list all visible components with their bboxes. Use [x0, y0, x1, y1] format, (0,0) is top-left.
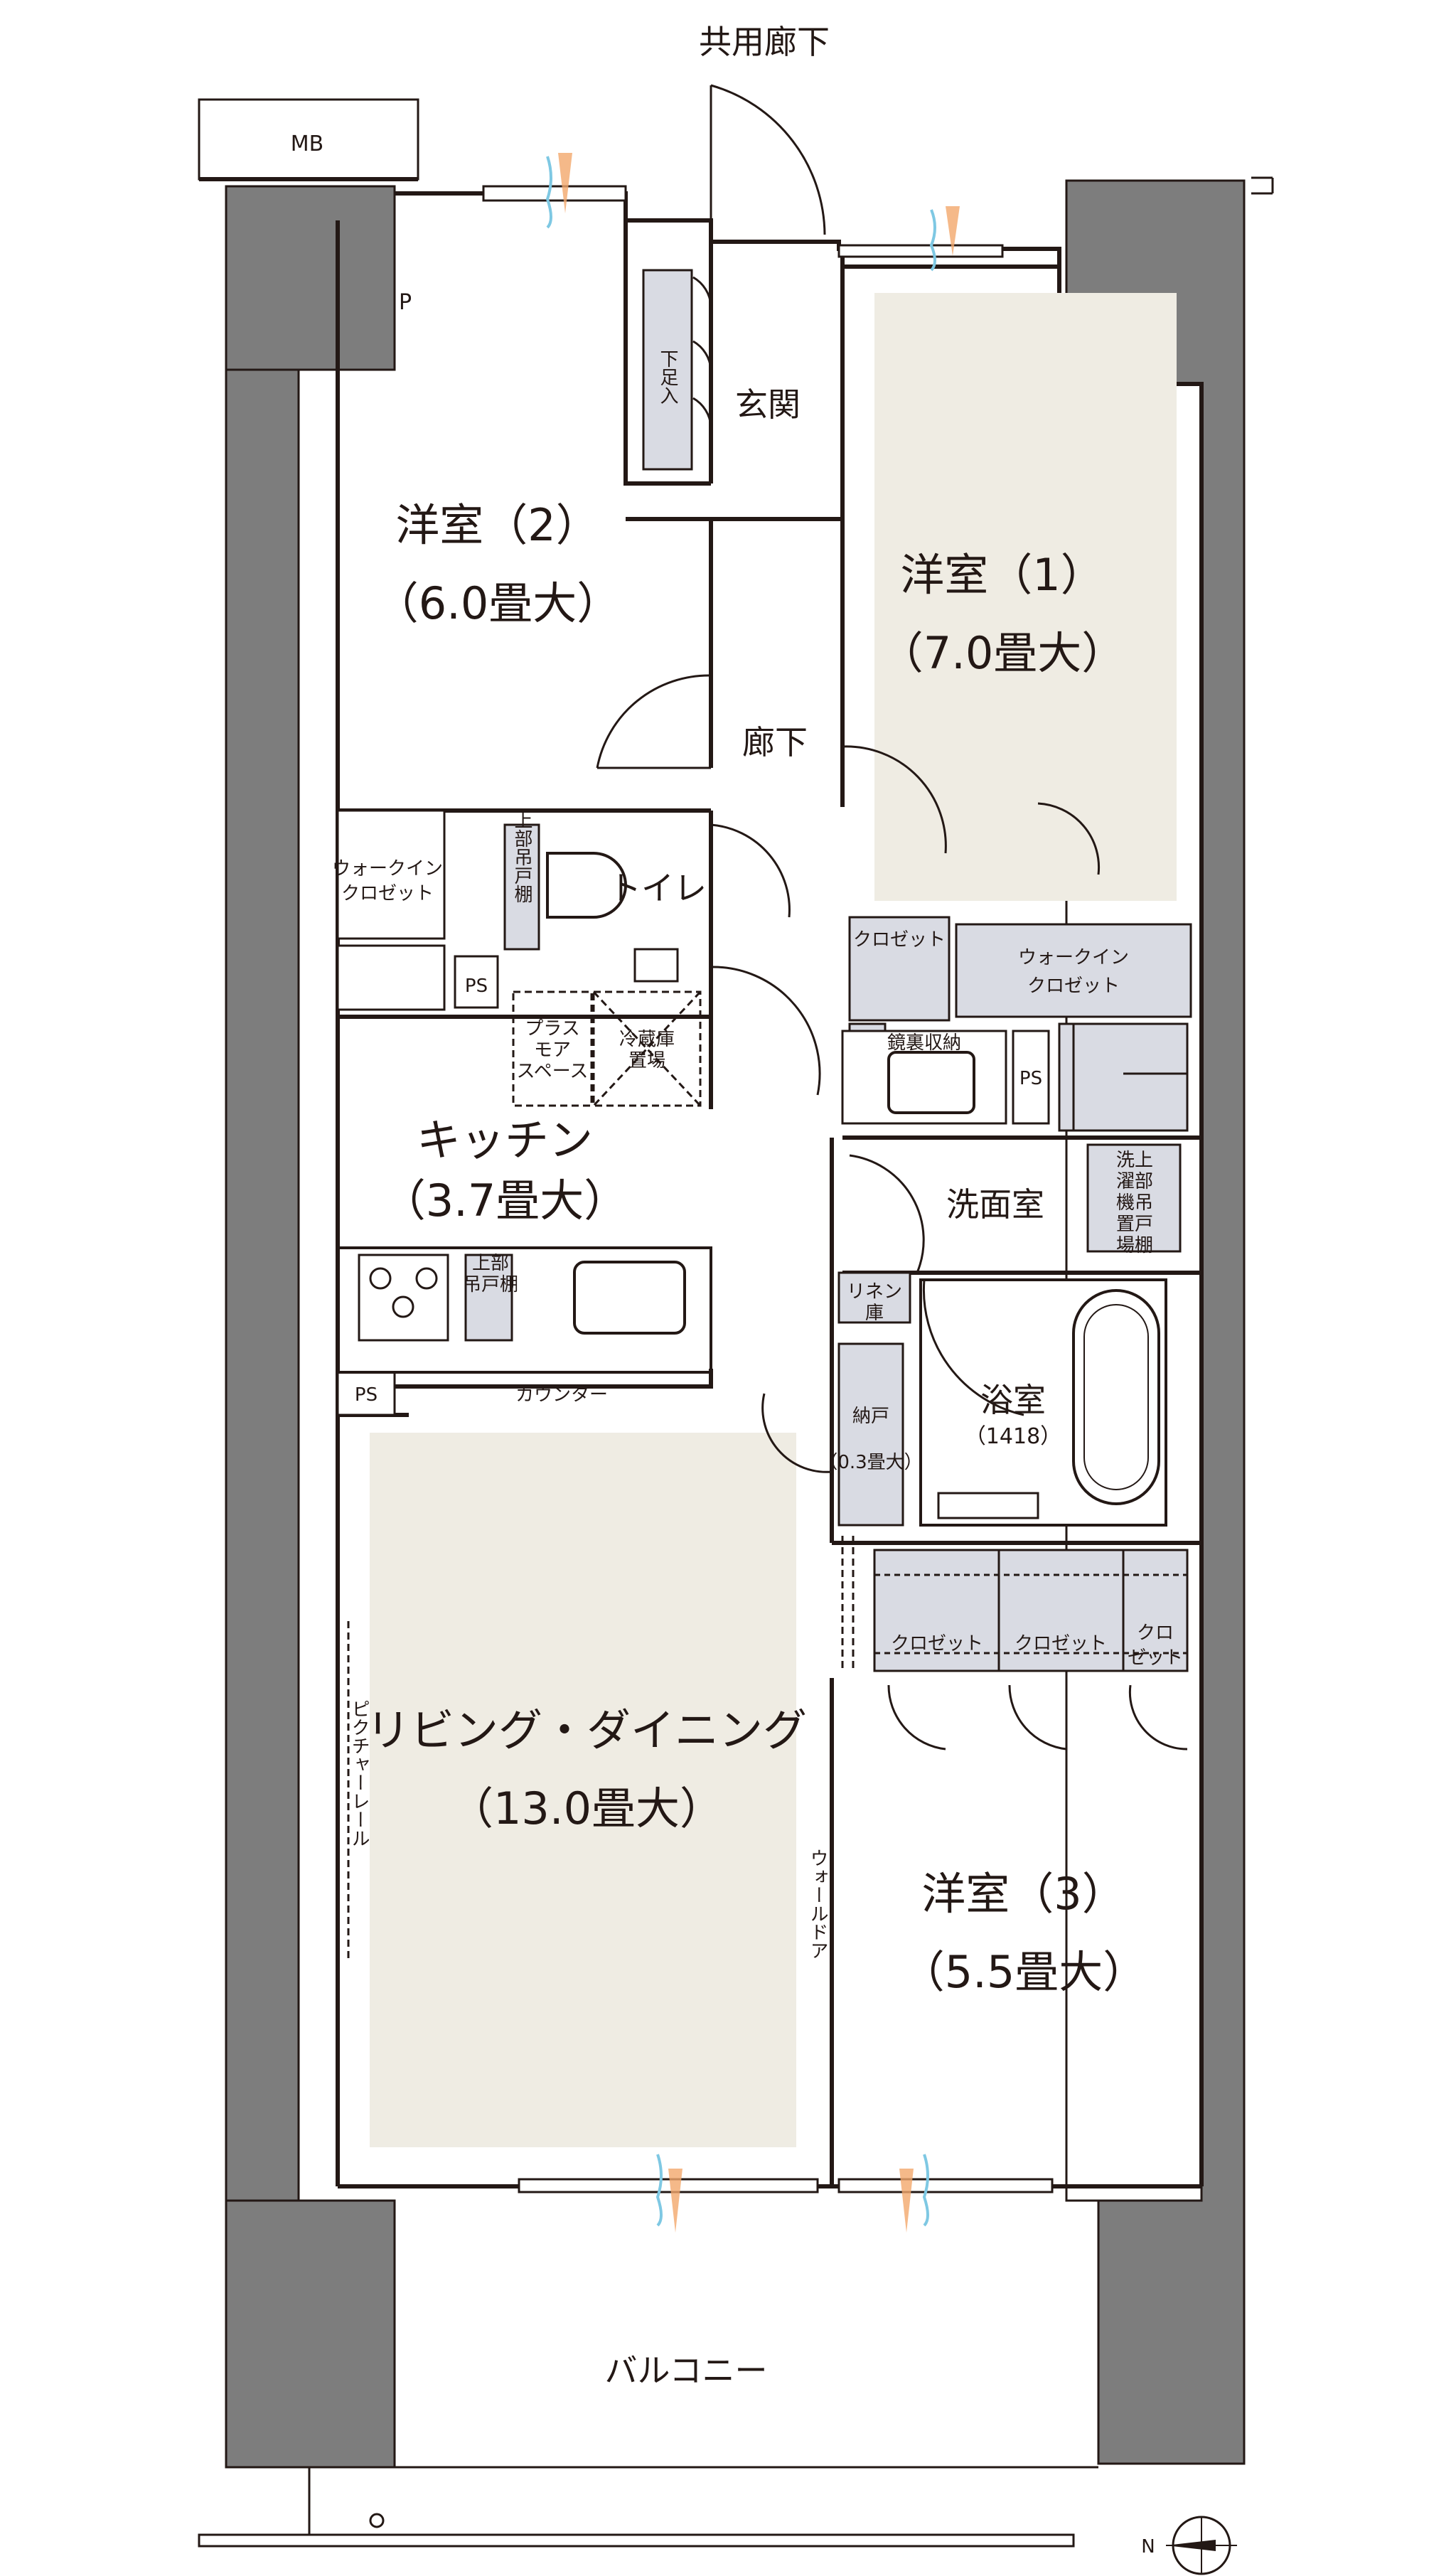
wic-left-label-2: クロゼット — [341, 883, 434, 904]
stove-burners — [369, 1267, 438, 1318]
laundry-label-5: 場棚 — [1116, 1235, 1153, 1256]
kitchen-size: （3.7畳大） — [382, 1175, 628, 1226]
closet-room3-label-1: クロゼット — [891, 1633, 983, 1655]
shoe-storage-label: 下足入 — [657, 349, 678, 405]
room1-floor-top — [874, 293, 995, 435]
room3-size: （5.5畳大） — [901, 1946, 1147, 1998]
room1-name: 洋室（1） — [900, 549, 1104, 601]
wall-door-label: ウォールドア — [807, 1849, 828, 1960]
plus-more-label-3: スペース — [517, 1061, 589, 1082]
upper-left-blocks — [225, 185, 396, 371]
counter-label: カウンター — [515, 1384, 608, 1406]
fridge-label-2: 置場 — [628, 1050, 665, 1071]
dashed-areas — [347, 990, 855, 1962]
balcony — [198, 2466, 1098, 2548]
common-corridor-label: 共用廊下 — [699, 23, 830, 61]
wic-right-label-2: クロゼット — [1027, 976, 1120, 997]
mb-box — [198, 98, 419, 181]
kitchen-counter — [336, 1246, 712, 1374]
wic-right-label-1: ウォークイン — [1018, 947, 1129, 968]
windows — [482, 185, 1054, 2193]
balcony-label: バルコニー — [604, 2351, 767, 2390]
toilet-bowl — [546, 852, 627, 919]
storeroom-label: 納戸 — [852, 1406, 889, 1427]
ps-toilet-label: PS — [465, 976, 488, 997]
kitchen-name: キッチン — [417, 1114, 593, 1166]
storeroom-size: （0.3畳大） — [819, 1452, 922, 1473]
bath-step — [937, 1492, 1039, 1519]
room2-size: （6.0畳大） — [375, 577, 621, 629]
upper-cabinet-toilet-label: 上部吊戸棚 — [511, 811, 532, 903]
laundry-label-2: 濯部 — [1116, 1171, 1153, 1192]
bathtub-inner — [1083, 1304, 1149, 1490]
ld-name: リビング・ダイニング — [366, 1704, 807, 1756]
upper-cabinet-kitchen-label-1: 上部 — [472, 1253, 509, 1274]
toilet-label: トイレ — [609, 869, 707, 907]
room2-name: 洋室（2） — [395, 499, 599, 551]
room1-size: （7.0畳大） — [879, 627, 1126, 679]
mirror-storage-label: 鏡裏収納 — [887, 1032, 961, 1054]
plus-more-label-2: モア — [534, 1040, 571, 1061]
linen-label-2: 庫 — [865, 1303, 884, 1324]
kitchen-sink — [573, 1261, 686, 1335]
ld-size: （13.0畳大） — [449, 1783, 724, 1834]
mb-label: MB — [291, 132, 323, 156]
closet-room3-label-2: クロゼット — [1015, 1633, 1107, 1655]
closet-room3-label-3-1: クロ — [1137, 1623, 1174, 1644]
room3-name: 洋室（3） — [921, 1868, 1125, 1920]
bath-size: （1418） — [965, 1424, 1061, 1449]
closet-room3-label-3-2: ゼット — [1128, 1647, 1183, 1669]
laundry-label-1: 洗上 — [1116, 1150, 1153, 1171]
ps-kitchen-label: PS — [355, 1384, 378, 1406]
bath-name: 浴室 — [980, 1381, 1046, 1419]
closet-room1-label: クロゼット — [853, 929, 946, 951]
ld-floor — [370, 1433, 796, 2147]
storage-units — [464, 269, 1192, 1672]
door-swings — [596, 84, 1188, 1751]
hallway-label: 廊下 — [742, 723, 808, 761]
fridge-label-1: 冷蔵庫 — [619, 1029, 675, 1050]
ventilation-arrows — [545, 153, 960, 2233]
laundry-label-3: 機吊 — [1116, 1192, 1153, 1214]
wic-left-label-1: ウォークイン — [332, 858, 443, 880]
entrance-label: 玄関 — [735, 385, 801, 424]
storage-dividers — [874, 1024, 1187, 1671]
upper-cabinet-kitchen-label-2: 吊戸棚 — [463, 1274, 518, 1295]
linen-label-1: リネン — [847, 1281, 902, 1303]
washroom-label: 洗面室 — [946, 1185, 1044, 1224]
p-label: P — [399, 290, 412, 315]
bathtub — [1072, 1289, 1160, 1505]
north-arrow — [1166, 2516, 1237, 2575]
picture-rail-label: ピクチャーレール — [348, 1699, 370, 1847]
laundry-label-4: 置戸 — [1116, 1214, 1153, 1235]
ps-wash-label: PS — [1019, 1068, 1042, 1089]
north-label: N — [1141, 2536, 1155, 2558]
plus-more-label-1: プラス — [525, 1018, 579, 1040]
washbasin — [887, 1051, 975, 1114]
